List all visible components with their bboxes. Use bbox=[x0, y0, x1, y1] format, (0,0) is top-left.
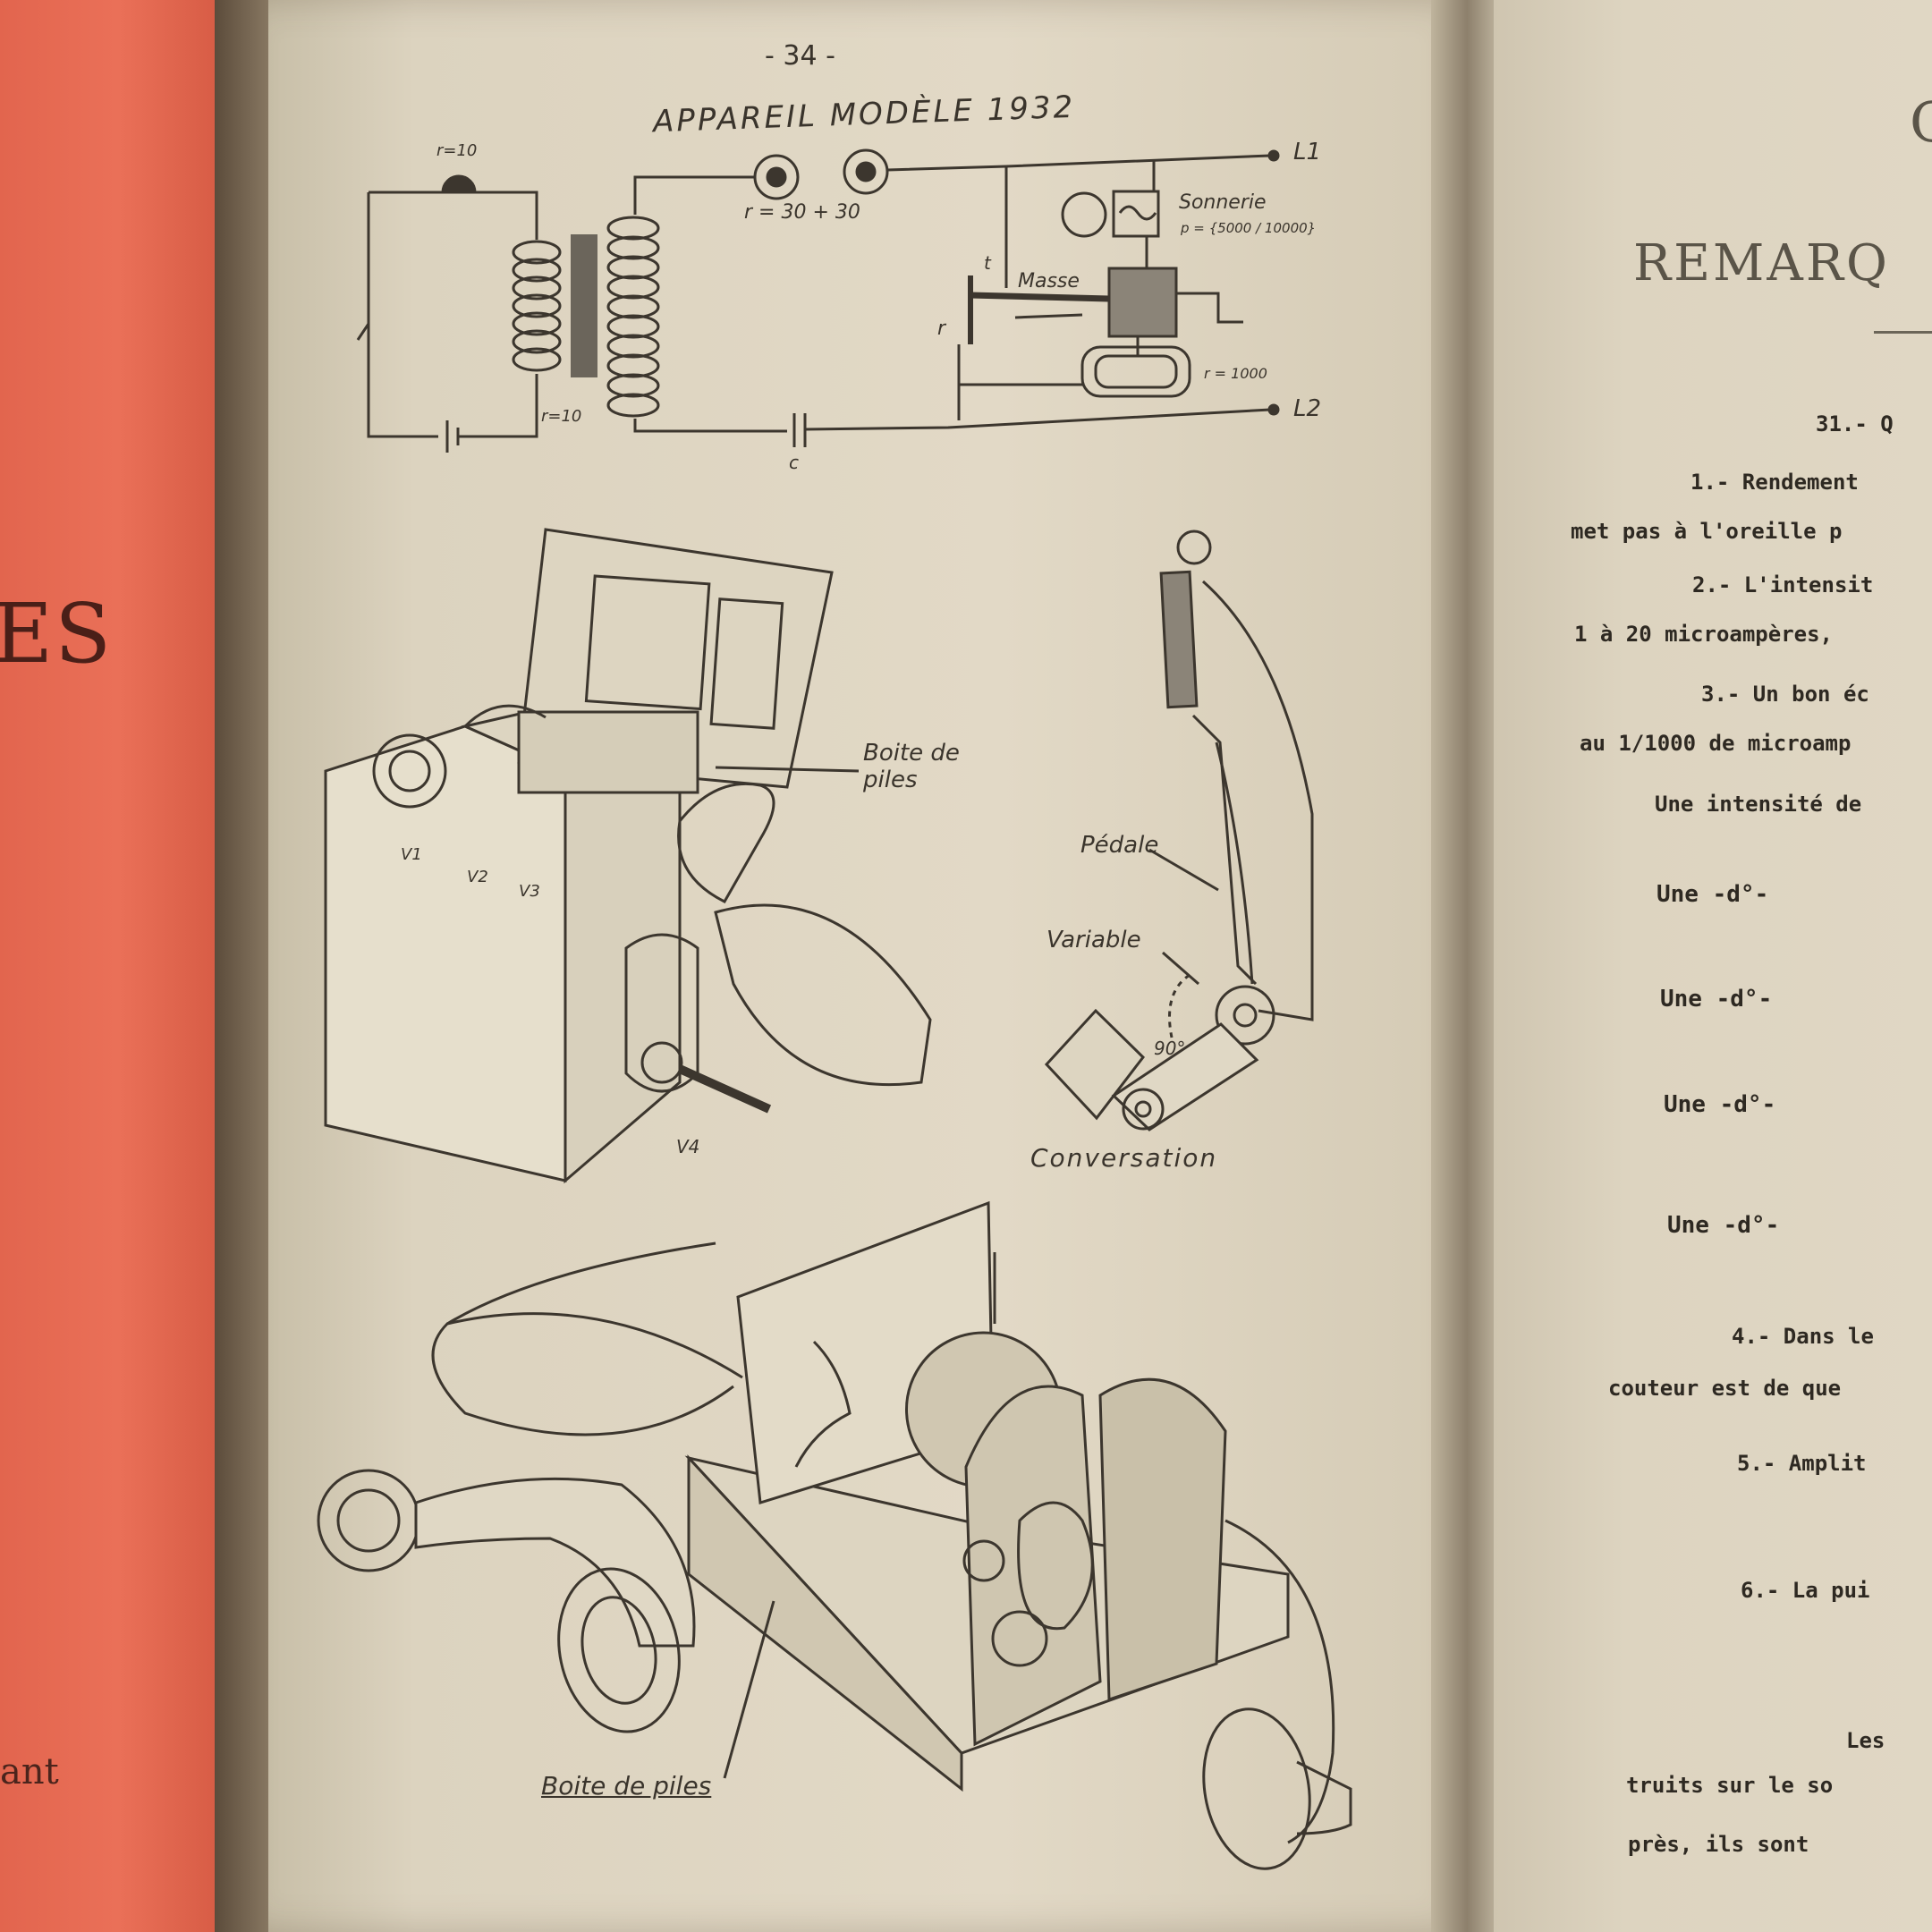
label-p-values: p = {5000 / 10000} bbox=[1181, 220, 1317, 236]
line-une-2: Une -d°- bbox=[1660, 986, 1773, 1013]
label-v2: V2 bbox=[467, 868, 488, 886]
red-book-cover: ES ant bbox=[0, 0, 215, 1932]
line-2b: 1 à 20 microampères, bbox=[1574, 622, 1833, 647]
line-3b: au 1/1000 de microamp bbox=[1580, 731, 1852, 756]
label-l2: L2 bbox=[1293, 395, 1322, 422]
line-6: 6.- La pui bbox=[1741, 1578, 1870, 1603]
line-2: 2.- L'intensit bbox=[1692, 572, 1874, 597]
right-page: C REMARQ 31.- Q 1.- Rendement met pas à … bbox=[1494, 0, 1932, 1932]
line-pres: près, ils sont bbox=[1628, 1832, 1809, 1857]
line-intensite: Une intensité de bbox=[1655, 792, 1862, 817]
line-3: 3.- Un bon éc bbox=[1701, 682, 1869, 707]
line-une-4: Une -d°- bbox=[1667, 1212, 1780, 1239]
label-boite-de-piles-2: Boite de piles bbox=[541, 1771, 712, 1801]
book-edge bbox=[215, 0, 275, 1932]
label-masse: Masse bbox=[1018, 270, 1080, 292]
label-sonnerie: Sonnerie bbox=[1179, 191, 1267, 214]
label-r: r bbox=[937, 318, 946, 340]
line-1b: met pas à l'oreille p bbox=[1571, 519, 1843, 544]
label-angle: 90° bbox=[1154, 1038, 1186, 1059]
line-une-1: Une -d°- bbox=[1657, 881, 1769, 908]
heading-rule bbox=[1874, 331, 1932, 334]
heading-fragment: C bbox=[1910, 89, 1932, 155]
line-4b: couteur est de que bbox=[1608, 1376, 1842, 1401]
label-v3: V3 bbox=[519, 882, 540, 901]
line-1: 1.- Rendement bbox=[1690, 470, 1859, 495]
line-truits: truits sur le so bbox=[1626, 1773, 1834, 1798]
line-4: 4.- Dans le bbox=[1732, 1324, 1874, 1349]
remarq-heading: REMARQ bbox=[1633, 234, 1890, 292]
label-r10-top: r=10 bbox=[436, 141, 478, 160]
label-r10-bottom: r=10 bbox=[541, 407, 582, 426]
secondary-coil bbox=[606, 216, 660, 418]
label-l1: L1 bbox=[1293, 139, 1322, 165]
label-pedale: Pédale bbox=[1080, 832, 1159, 859]
book-gutter bbox=[1431, 0, 1503, 1932]
cover-word-fragment: ant bbox=[0, 1751, 59, 1792]
label-boite-de-piles-1: Boite de piles bbox=[863, 740, 960, 793]
line-une-3: Une -d°- bbox=[1664, 1091, 1776, 1118]
label-variable: Variable bbox=[1046, 927, 1141, 953]
line-5: 5.- Amplit bbox=[1737, 1451, 1867, 1476]
label-v1: V1 bbox=[401, 845, 422, 864]
line-les: Les bbox=[1846, 1728, 1885, 1753]
label-t: t bbox=[984, 252, 991, 274]
line-31: 31.- Q bbox=[1816, 411, 1894, 436]
cover-title-fragment: ES bbox=[0, 586, 114, 682]
label-c: c bbox=[789, 452, 799, 473]
page-number: - 34 - bbox=[765, 40, 835, 72]
label-conversation: Conversation bbox=[1030, 1143, 1218, 1173]
primary-coil bbox=[512, 240, 562, 372]
label-r30: r = 30 + 30 bbox=[744, 201, 860, 224]
label-r1000: r = 1000 bbox=[1204, 365, 1267, 382]
label-v4: V4 bbox=[676, 1136, 700, 1157]
